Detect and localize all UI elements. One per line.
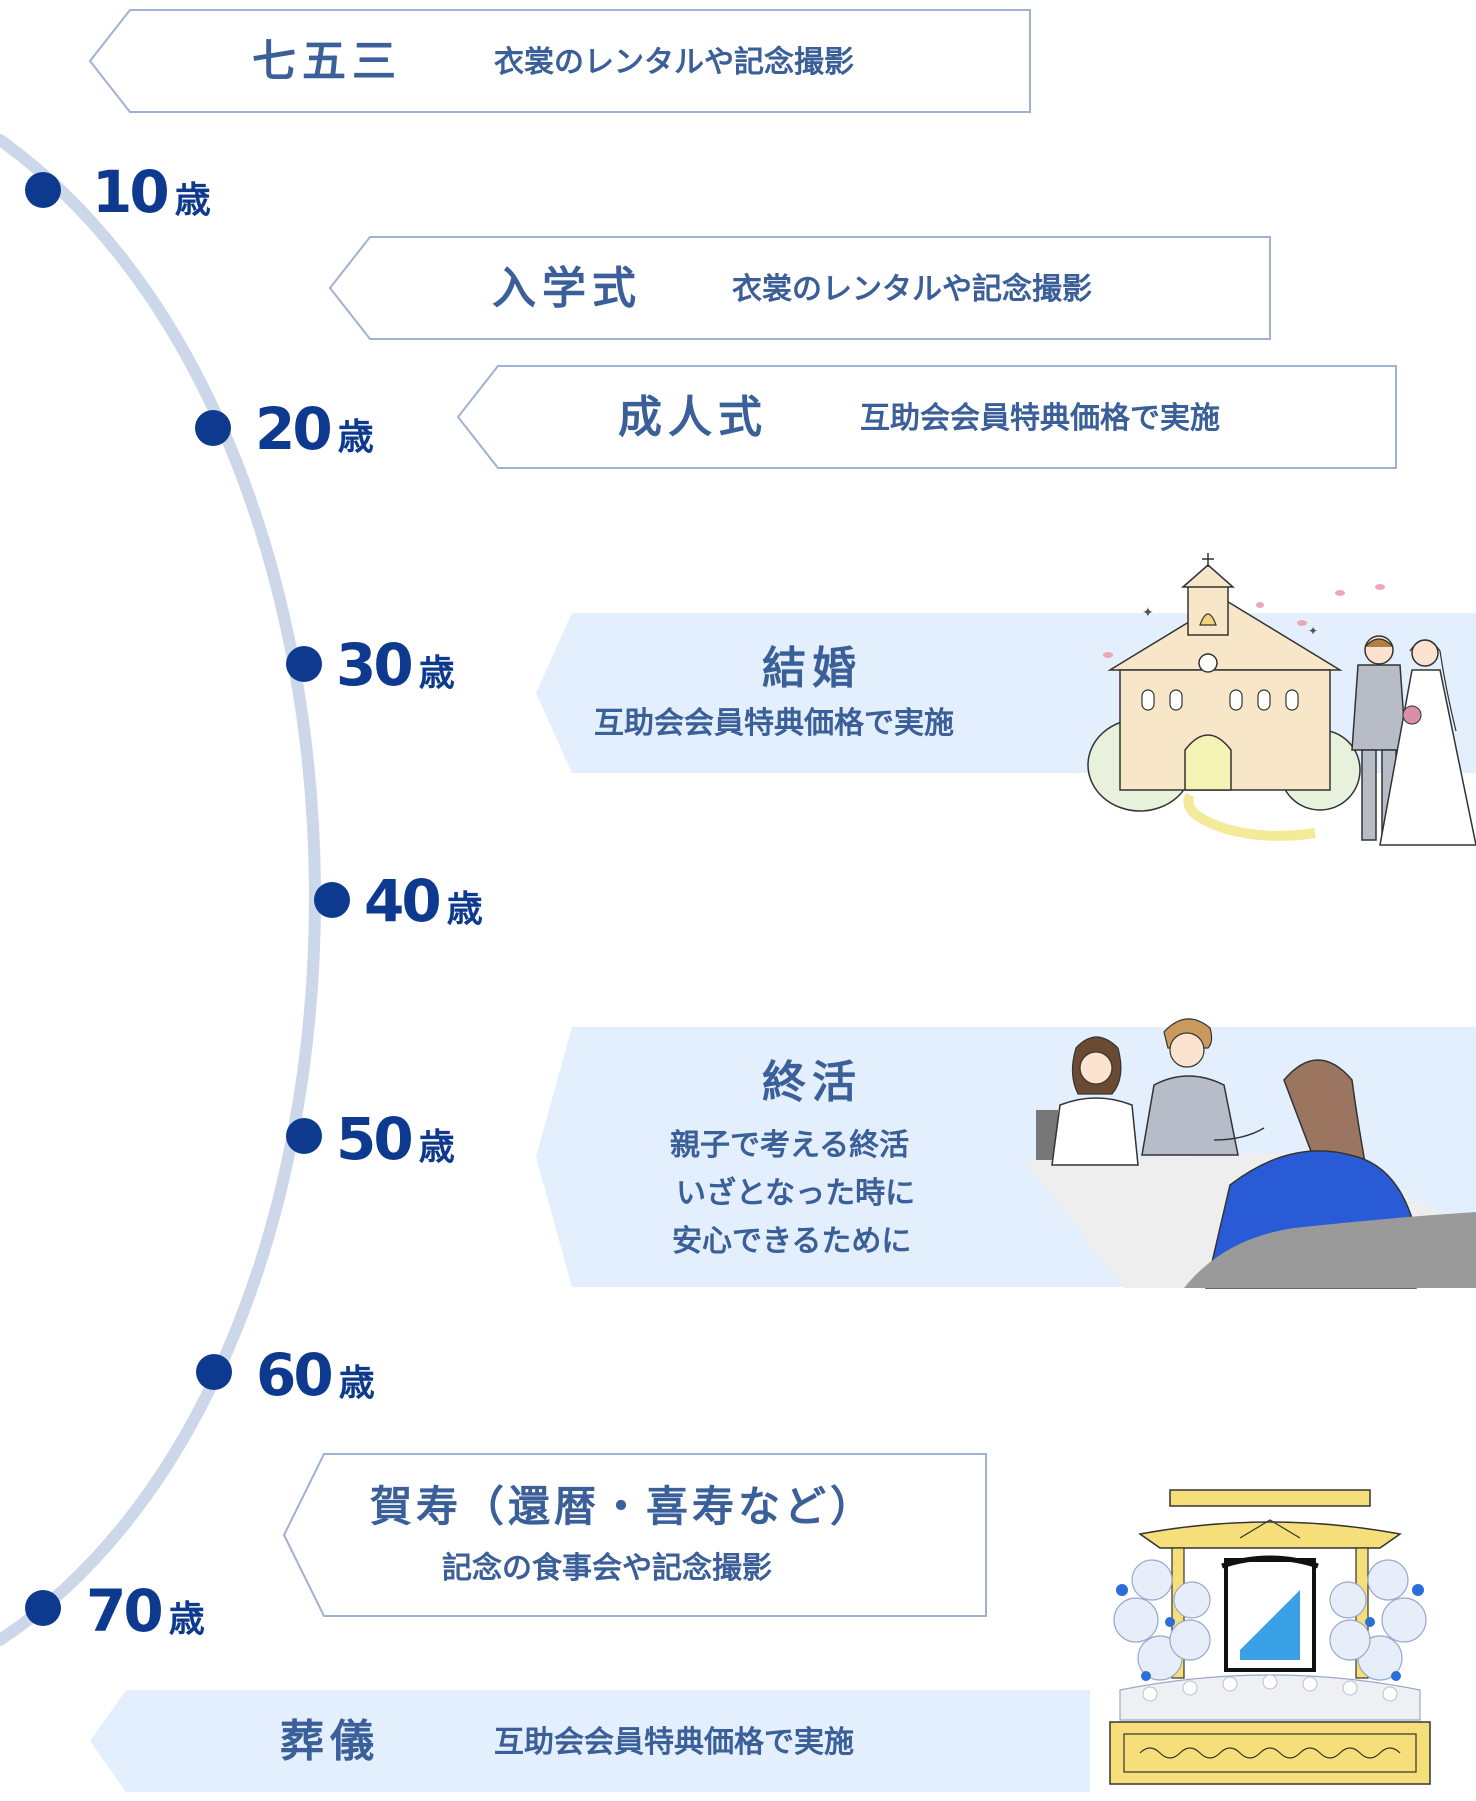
event-desc-line-3: 安心できるために — [672, 1224, 912, 1259]
event-desc: 記念の食事会や記念撮影 — [442, 1551, 772, 1586]
age-dot-40 — [314, 882, 350, 918]
event-gaju: 賀寿（還暦・喜寿など） 記念の食事会や記念撮影 — [282, 1453, 987, 1617]
age-dot-20 — [195, 410, 231, 446]
event-sogi: 葬儀 互助会会員特典価格で実施 — [90, 1690, 1090, 1792]
event-title: 入学式 — [492, 263, 642, 314]
event-desc-line-2: いざとなった時に — [676, 1176, 916, 1211]
funeral-altar-illustration-icon — [1109, 1489, 1431, 1785]
age-dot-60 — [196, 1354, 232, 1390]
event-desc-line-1: 親子で考える終活 — [670, 1128, 910, 1163]
event-desc: 互助会会員特典価格で実施 — [860, 401, 1220, 436]
event-desc: 互助会会員特典価格で実施 — [594, 706, 954, 741]
age-dot-30 — [286, 646, 322, 682]
event-title: 成人式 — [618, 392, 768, 443]
event-desc: 衣裳のレンタルや記念撮影 — [494, 45, 854, 80]
svg-text:✦: ✦ — [1308, 624, 1318, 638]
event-title: 七五三 — [252, 36, 402, 87]
event-seijinshiki: 成人式 互助会会員特典価格で実施 — [456, 365, 1397, 469]
event-title: 終活 — [762, 1057, 862, 1108]
event-nyugakushiki: 入学式 衣裳のレンタルや記念撮影 — [328, 236, 1271, 340]
svg-text:✦: ✦ — [1142, 605, 1154, 621]
event-desc: 衣裳のレンタルや記念撮影 — [732, 272, 1092, 307]
age-dot-70 — [25, 1590, 61, 1626]
event-title: 賀寿（還暦・喜寿など） — [370, 1482, 877, 1531]
event-title: 結婚 — [762, 643, 862, 694]
church-couple-illustration-icon: ✦ ✦ — [1087, 553, 1476, 846]
age-dot-10 — [25, 172, 61, 208]
event-title: 葬儀 — [280, 1716, 380, 1767]
consultation-meeting-illustration-icon — [1024, 1018, 1476, 1289]
age-dot-50 — [286, 1118, 322, 1154]
event-shichigosan: 七五三 衣裳のレンタルや記念撮影 — [88, 9, 1031, 113]
event-desc: 互助会会員特典価格で実施 — [494, 1725, 854, 1760]
